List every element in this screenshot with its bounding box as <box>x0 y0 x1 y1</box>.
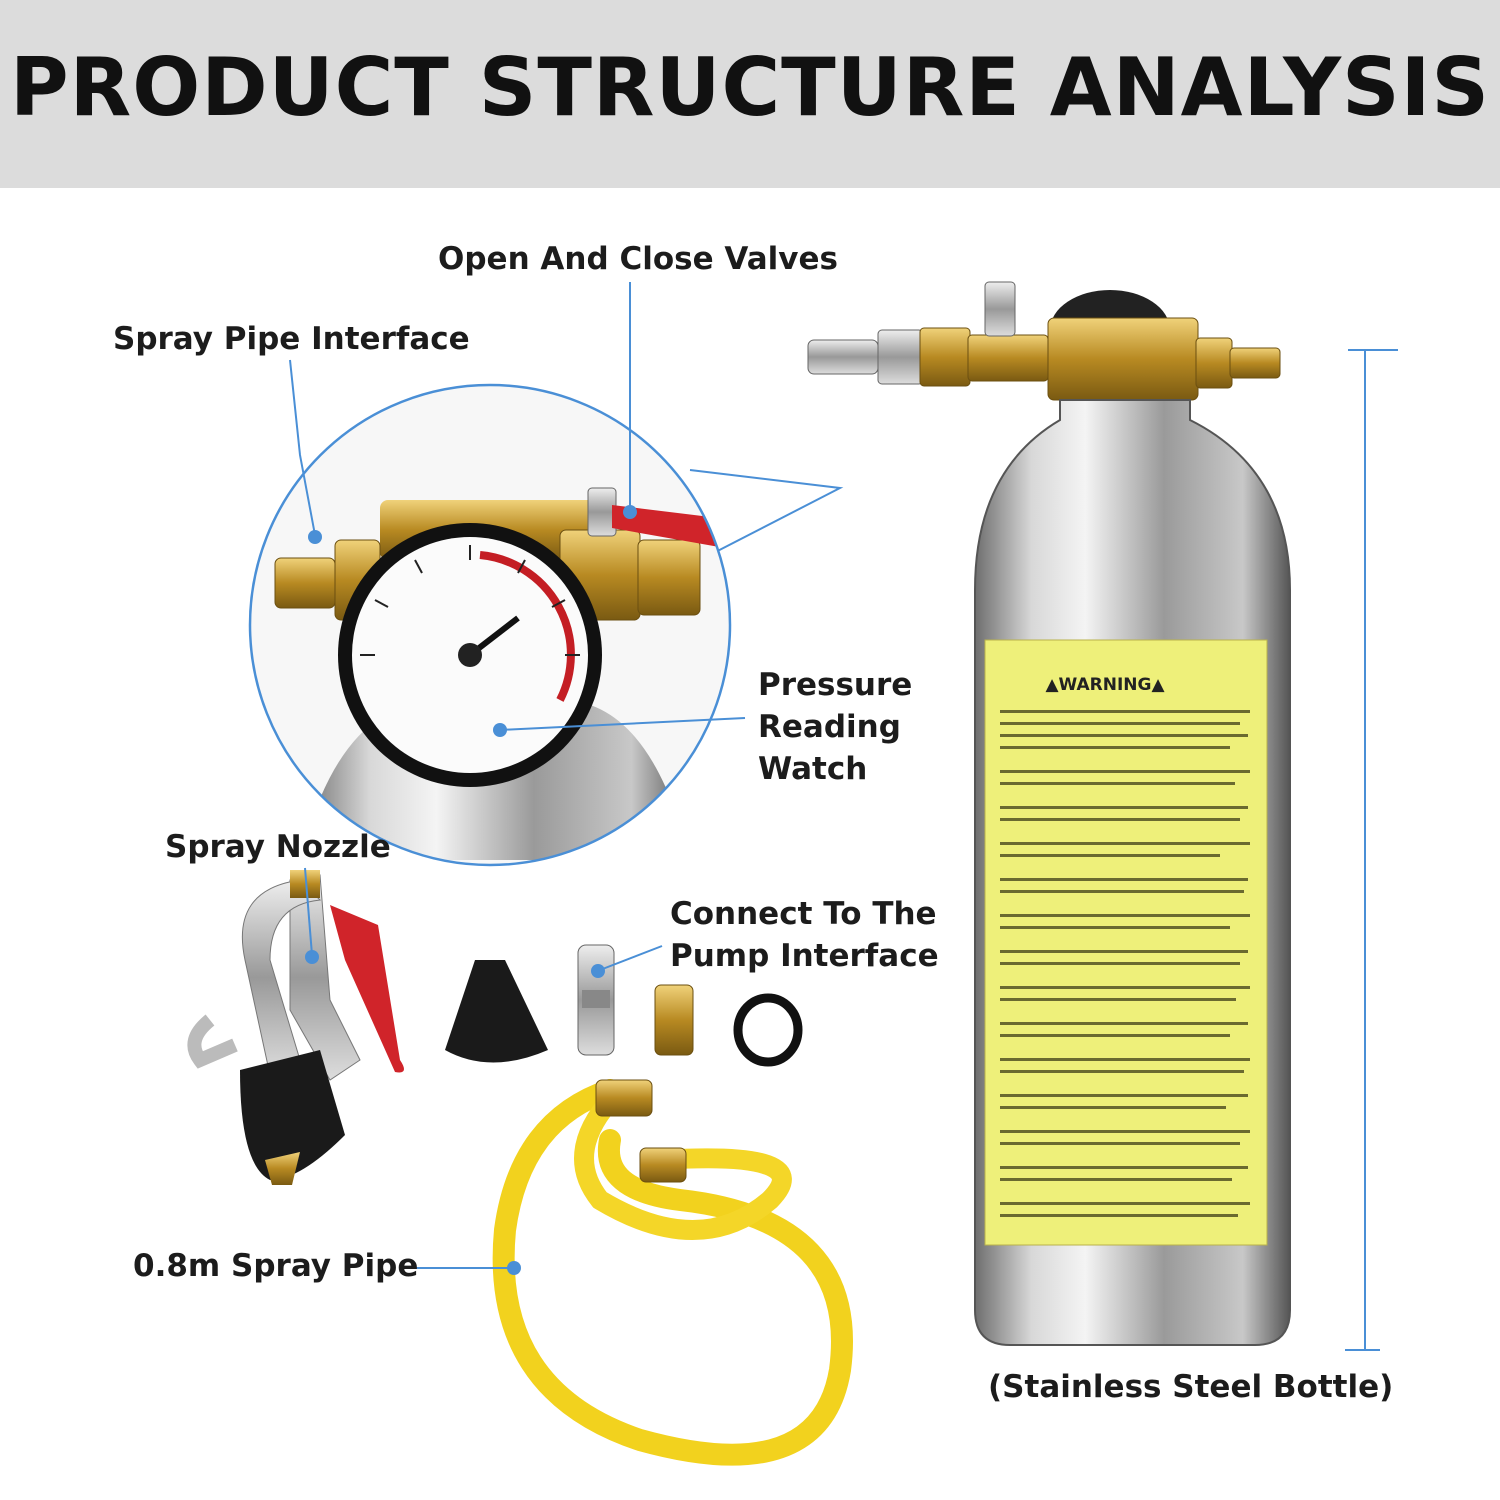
label-line: Watch <box>758 751 868 787</box>
label-line: Pump Interface <box>670 938 939 974</box>
label-open-close-valves: Open And Close Valves <box>438 241 838 277</box>
accessories <box>445 944 803 1067</box>
callout-dots <box>305 505 637 1275</box>
warning-label-text: ▲WARNING▲ <box>1045 675 1165 695</box>
gauge-zoom-callout <box>248 383 844 867</box>
bottle-dimension-line <box>1345 349 1398 1351</box>
label-line: Connect To The <box>670 896 937 932</box>
callout-lines <box>289 282 746 1269</box>
label-bottle-caption: (Stainless Steel Bottle) <box>988 1369 1394 1405</box>
header-banner: PRODUCT STRUCTURE ANALYSIS <box>0 0 1500 188</box>
label-spray-pipe: 0.8m Spray Pipe <box>133 1248 419 1284</box>
label-connect-pump-interface: Connect To The Pump Interface <box>670 893 939 977</box>
label-line: Reading <box>758 709 901 745</box>
page-title: PRODUCT STRUCTURE ANALYSIS <box>9 41 1491 134</box>
spray-nozzle-gun <box>187 870 404 1185</box>
label-line: Pressure <box>758 667 913 703</box>
label-spray-nozzle: Spray Nozzle <box>165 829 391 865</box>
steel-bottle: ▲WARNING▲ <box>807 281 1291 1346</box>
label-spray-pipe-interface: Spray Pipe Interface <box>113 321 470 357</box>
label-pressure-reading-watch: Pressure Reading Watch <box>758 664 912 790</box>
yellow-hose <box>492 1079 853 1466</box>
